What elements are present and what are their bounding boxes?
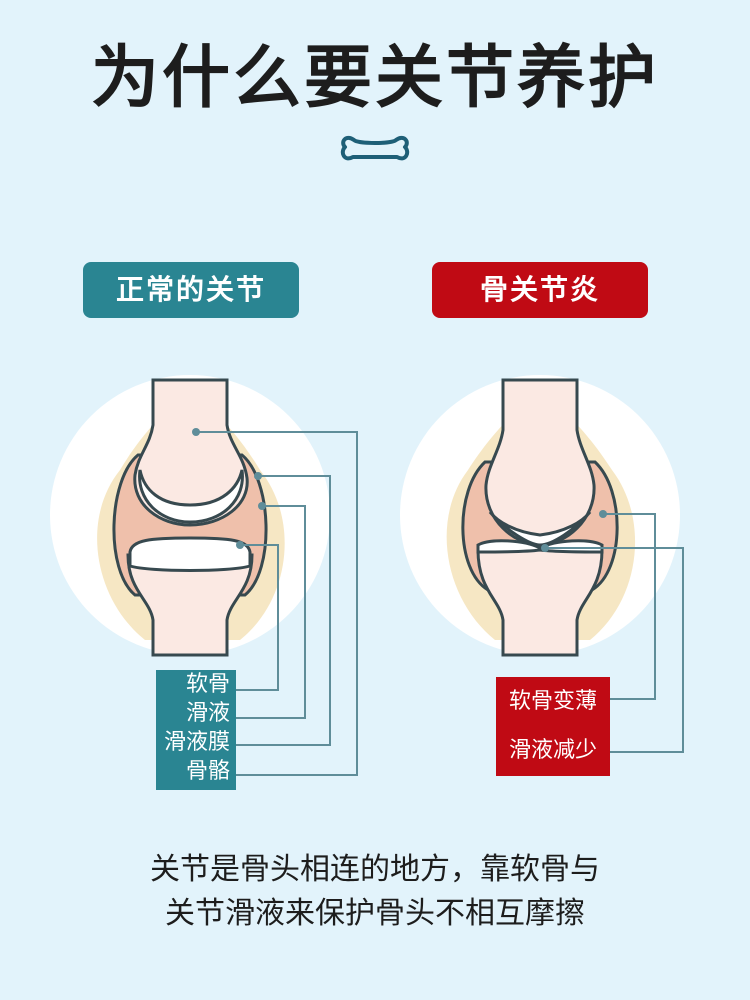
leader-dot-less-fluid	[541, 544, 549, 552]
leader-bone	[196, 431, 358, 776]
leader-dot-thin-cartilage	[599, 510, 607, 518]
normal-lower-bone	[126, 553, 254, 657]
arthritis-upper-cartilage	[488, 511, 592, 547]
leader-synovium	[236, 475, 331, 746]
leader-dot-bone	[192, 428, 200, 436]
legend-cartilage: 软骨	[185, 672, 230, 697]
leader-dot-fluid	[258, 502, 266, 510]
leader-fluid	[236, 505, 306, 719]
normal-joint-tag: 正常的关节	[83, 262, 299, 318]
explanation-caption: 关节是骨头相连的地方，靠软骨与 关节滑液来保护骨头不相互摩擦	[0, 848, 750, 936]
caption-line-1: 关节是骨头相连的地方，靠软骨与	[150, 852, 600, 887]
arthritis-parts-legend: 软骨变薄 滑液减少	[496, 677, 610, 776]
arthritis-lower-bone	[476, 548, 604, 657]
arthritis-tag: 骨关节炎	[432, 262, 648, 318]
caption-line-2: 关节滑液来保护骨头不相互摩擦	[165, 896, 585, 931]
normal-parts-legend: 软骨 滑液 滑液膜 骨骼	[156, 670, 236, 790]
leader-dot-synovium	[254, 472, 262, 480]
arthritis-lower-cartilage	[476, 539, 604, 554]
normal-lower-cartilage	[128, 536, 252, 572]
normal-upper-bone	[133, 378, 249, 527]
leader-less-fluid	[545, 547, 684, 753]
bone-icon	[340, 135, 410, 161]
arthritis-upper-bone	[484, 378, 596, 547]
normal-joint-diagram	[50, 375, 358, 776]
leader-thin-cartilage	[603, 513, 656, 700]
legend-bone: 骨骼	[185, 759, 230, 784]
leader-cartilage	[236, 544, 279, 691]
page-title: 为什么要关节养护	[90, 39, 659, 118]
legend-thin-cartilage: 软骨变薄	[508, 689, 597, 714]
normal-upper-cartilage	[138, 469, 244, 524]
leader-dot-cartilage	[236, 541, 244, 549]
arthritis-joint-diagram	[400, 375, 684, 753]
legend-synovial-membrane: 滑液膜	[163, 730, 230, 755]
legend-less-fluid: 滑液减少	[508, 738, 597, 763]
legend-synovial-fluid: 滑液	[185, 701, 230, 726]
